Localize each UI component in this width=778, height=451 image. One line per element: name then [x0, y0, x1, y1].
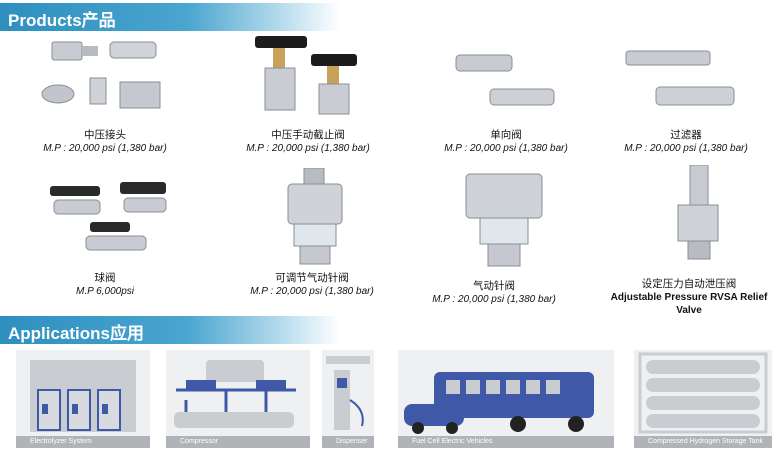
product-spec: M.P : 20,000 psi (1,380 bar): [250, 286, 374, 297]
pneumatic-needle-valve-image: [465, 173, 543, 267]
storage-tank-illustration: [638, 352, 768, 434]
fittings-image: [41, 41, 161, 109]
product-spec: M.P : 20,000 psi (1,380 bar): [432, 294, 556, 305]
filter-image: [625, 50, 735, 106]
applications-title: Applications应用: [8, 324, 145, 343]
product-spec: Adjustable Pressure RVSA Relief Valve: [610, 292, 768, 316]
product-name: 可调节气动针阀: [275, 272, 349, 284]
product-spec: M.P : 20,000 psi (1,380 bar): [624, 143, 748, 154]
product-card: 中压手动截止阀 M.P : 20,000 psi (1,380 bar): [218, 129, 398, 155]
product-card: 中压接头 M.P : 20,000 psi (1,380 bar): [15, 129, 195, 155]
electrolyzer-illustration: [30, 360, 136, 432]
products-banner: Products产品: [0, 3, 340, 31]
app-label: Electrolyzer System: [16, 436, 150, 448]
product-name: 中压接头: [84, 129, 126, 141]
product-spec: M.P : 20,000 psi (1,380 bar): [43, 143, 167, 154]
product-name: 中压手动截止阀: [271, 129, 345, 141]
product-card: 气动针阀 M.P : 20,000 psi (1,380 bar): [404, 280, 584, 306]
product-spec: M.P : 20,000 psi (1,380 bar): [246, 143, 370, 154]
product-name: 设定压力自动泄压阀: [641, 278, 737, 290]
product-card: 设定压力自动泄压阀 Adjustable Pressure RVSA Relie…: [600, 278, 778, 317]
app-label: Compressor: [166, 436, 310, 448]
product-name: 过滤器: [670, 129, 702, 141]
app-storage-tank: Compressed Hydrogen Storage Tank: [634, 350, 772, 448]
ball-valve-image: [50, 182, 167, 251]
app-label: Compressed Hydrogen Storage Tank: [634, 436, 772, 448]
product-card: 单向阀 M.P : 20,000 psi (1,380 bar): [416, 129, 596, 155]
product-card: 可调节气动针阀 M.P : 20,000 psi (1,380 bar): [222, 272, 402, 298]
app-dispenser: Dispenser: [322, 350, 374, 448]
check-valve-image: [455, 54, 555, 106]
compressor-illustration: [174, 360, 296, 428]
app-electrolyzer: Electrolyzer System: [16, 350, 150, 448]
product-name: 球阀: [94, 272, 116, 284]
relief-valve-image: [677, 165, 719, 260]
product-card: 球阀 M.P 6,000psi: [15, 272, 195, 298]
app-label: Fuel Cell Electric Vehicles: [398, 436, 614, 448]
adjustable-needle-valve-image: [287, 168, 343, 265]
vehicles-illustration: [404, 372, 594, 434]
app-label: Dispenser: [322, 436, 374, 448]
app-compressor: Compressor: [166, 350, 310, 448]
dispenser-illustration: [326, 356, 370, 430]
manual-valve-image: [255, 36, 357, 115]
applications-banner: Applications应用: [0, 316, 340, 344]
product-name: 单向阀: [490, 129, 522, 141]
product-name: 气动针阀: [473, 280, 515, 292]
products-title: Products产品: [8, 11, 116, 30]
product-spec: M.P : 20,000 psi (1,380 bar): [444, 143, 568, 154]
product-card: 过滤器 M.P : 20,000 psi (1,380 bar): [596, 129, 776, 155]
product-spec: M.P 6,000psi: [76, 286, 134, 297]
app-vehicles: Fuel Cell Electric Vehicles: [398, 350, 614, 448]
